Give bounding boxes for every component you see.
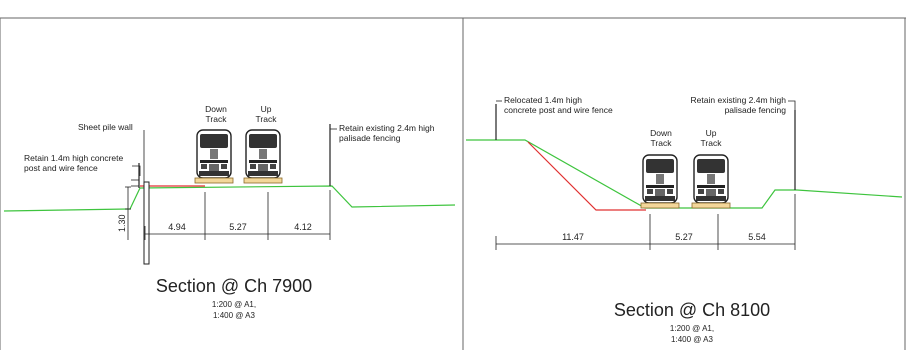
- left-sheet-pile-wall: [143, 181, 150, 265]
- right-scale-a3: 1:400 @ A3: [671, 335, 713, 344]
- sheet-frame: [0, 17, 906, 350]
- left-palisade-label-2: palisade fencing: [339, 133, 401, 143]
- left-dimension-chain: [125, 186, 331, 240]
- left-sheet-pile-label: Sheet pile wall: [78, 122, 133, 132]
- right-down-track-label-2: Track: [651, 138, 673, 148]
- right-dim-c: 5.54: [748, 232, 766, 242]
- left-retain-fence-label-2: post and wire fence: [24, 163, 98, 173]
- right-relocated-fence-label: Relocated 1.4m high: [504, 95, 582, 105]
- left-dim-c: 4.12: [294, 222, 312, 232]
- right-dim-a: 11.47: [562, 232, 584, 242]
- left-down-track-label: Down: [205, 104, 227, 114]
- right-dim-b: 5.27: [675, 232, 693, 242]
- right-palisade-label-2: palisade fencing: [725, 105, 787, 115]
- right-down-track-label: Down: [650, 128, 672, 138]
- left-up-track-label: Up: [261, 104, 272, 114]
- right-up-track-train: [691, 154, 731, 209]
- left-up-track-label-2: Track: [256, 114, 278, 124]
- left-existing-ground-line: [3, 185, 456, 212]
- right-existing-ground-line: [466, 139, 903, 209]
- left-dim-b: 5.27: [229, 222, 247, 232]
- left-down-track-train: [194, 129, 234, 184]
- left-section: Down Track Up Track Sheet pile wall Reta…: [3, 104, 456, 320]
- right-up-track-label: Up: [706, 128, 717, 138]
- right-relocated-fence-label-2: concrete post and wire fence: [504, 105, 613, 115]
- right-down-track-train: [640, 154, 680, 209]
- right-up-track-label-2: Track: [701, 138, 723, 148]
- left-section-title: Section @ Ch 7900: [156, 276, 312, 296]
- right-dimension-chain: [495, 194, 796, 250]
- right-proposed-cut-line: [527, 141, 646, 211]
- right-scale-a1: 1:200 @ A1,: [670, 324, 714, 333]
- left-scale-a1: 1:200 @ A1,: [212, 300, 256, 309]
- left-dim-a: 4.94: [168, 222, 186, 232]
- left-down-track-label-2: Track: [206, 114, 228, 124]
- right-section: Down Track Up Track Relocated 1.4m high …: [466, 95, 903, 344]
- left-palisade-label: Retain existing 2.4m high: [339, 123, 435, 133]
- left-up-track-train: [243, 129, 283, 184]
- left-scale-a3: 1:400 @ A3: [213, 311, 255, 320]
- right-section-title: Section @ Ch 8100: [614, 300, 770, 320]
- right-palisade-label: Retain existing 2.4m high: [691, 95, 787, 105]
- left-dim-depth: 1.30: [117, 214, 127, 232]
- left-retain-fence-label: Retain 1.4m high concrete: [24, 153, 123, 163]
